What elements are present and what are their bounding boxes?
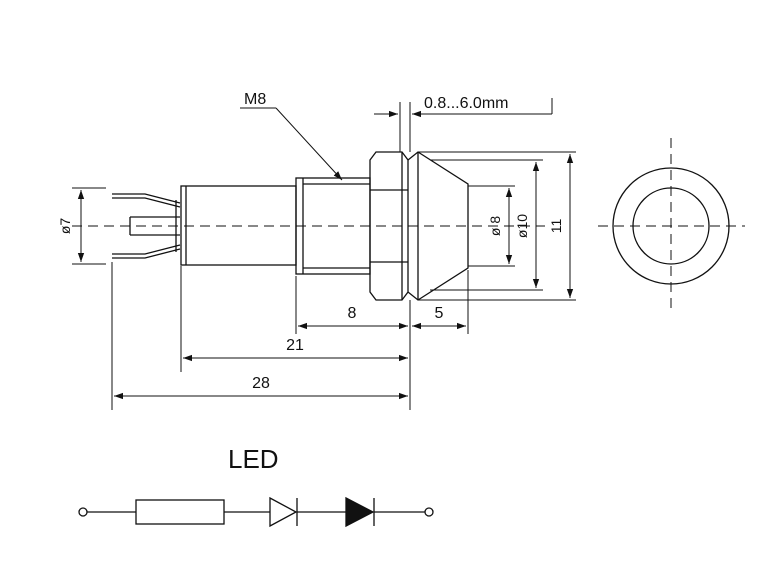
bezel-length-label: 5 <box>435 305 444 322</box>
schematic-terminal-right <box>424 507 434 517</box>
bezel-diameter-label: ø10 <box>514 214 530 238</box>
schematic-diode-open <box>269 496 298 528</box>
threaded-section <box>295 177 371 275</box>
hex-nut <box>369 151 409 301</box>
mount-length-label: 21 <box>286 337 304 354</box>
lead-pins <box>112 193 181 259</box>
hex-height-label: 11 <box>548 219 564 234</box>
schematic-diode-filled <box>345 496 375 528</box>
inner-diameter-label: ø 8 <box>487 216 503 236</box>
total-length-label: 28 <box>252 375 270 392</box>
bezel <box>407 151 469 301</box>
thread-label: M8 <box>244 91 266 108</box>
thread-length-label: 8 <box>348 305 357 322</box>
schematic-terminal-left <box>78 507 88 517</box>
schematic-resistor <box>135 499 225 525</box>
front-view <box>598 138 745 312</box>
led-schematic <box>78 496 434 528</box>
body-diameter-label: ø7 <box>57 218 73 235</box>
panel-range-label: 0.8...6.0mm <box>424 95 508 112</box>
schematic-title: LED <box>228 444 279 474</box>
